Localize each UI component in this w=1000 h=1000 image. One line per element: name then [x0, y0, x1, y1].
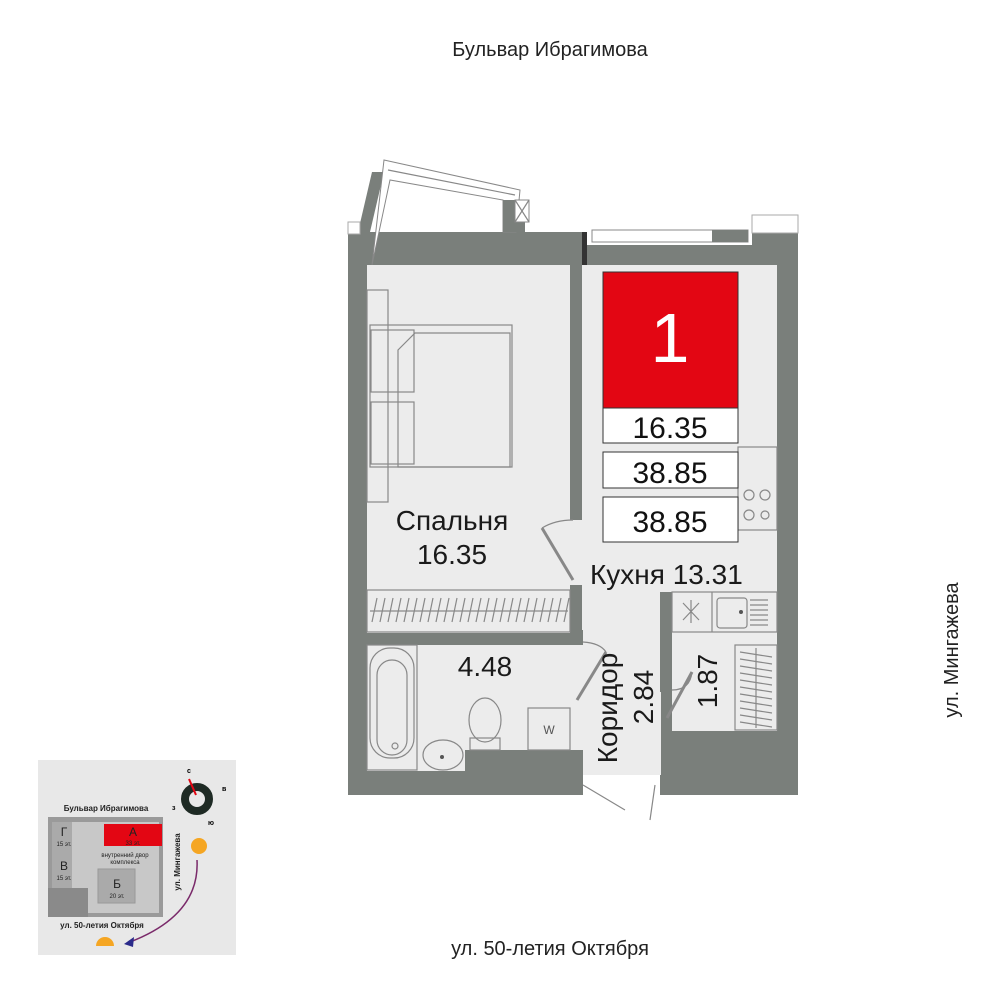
compass-e: в: [222, 786, 227, 793]
building-v-floors: 15 эт.: [56, 876, 71, 882]
street-right-label: ул. Мингажева: [941, 582, 963, 718]
sun-icon: [191, 838, 207, 854]
doors: [540, 519, 694, 821]
courtyard-label: внутренний двор: [101, 852, 149, 859]
site-map: Бульвар Ибрагимова Г 15 эт. В 15 эт. А 3…: [38, 760, 236, 955]
site-street-bottom: ул. 50-летия Октября: [60, 921, 144, 930]
bedroom-label: Спальня: [396, 505, 509, 536]
closet: [672, 645, 777, 731]
total-area-2: 38.85: [632, 506, 707, 539]
site-street-right: ул. Мингажева: [173, 833, 182, 891]
total-area: 38.85: [632, 457, 707, 490]
apartment-badge: 1 16.35 38.85 38.85: [602, 271, 739, 543]
bedroom-area: 16.35: [417, 539, 487, 570]
building-b-floors: 20 эт.: [109, 894, 124, 900]
building-g: Г: [61, 825, 68, 839]
bedroom: [367, 265, 570, 633]
washing-machine: W: [527, 707, 571, 751]
building-v: В: [60, 859, 68, 873]
kitchen-label: Кухня 13.31: [590, 559, 743, 590]
wardrobe: [366, 589, 571, 633]
living-area: 16.35: [632, 412, 707, 445]
washer-label: W: [543, 723, 555, 737]
corridor-area: 2.84: [628, 670, 659, 725]
street-bottom-label: ул. 50-летия Октября: [451, 938, 649, 960]
courtyard-label-2: комплекса: [110, 860, 140, 866]
corridor-label: Коридор: [592, 653, 623, 764]
building-a-floors: 33 эт.: [125, 841, 140, 847]
compass-w: з: [172, 805, 176, 812]
balcony: [371, 159, 530, 266]
bathroom-area: 4.48: [458, 651, 513, 682]
sink: [422, 739, 464, 771]
apartment-number: 1: [651, 299, 690, 377]
compass-n: с: [187, 768, 191, 775]
site-street-top: Бульвар Ибрагимова: [64, 804, 149, 813]
building-g-floors: 15 эт.: [56, 842, 71, 848]
corridor: [583, 630, 661, 775]
toilet: [468, 697, 502, 751]
kitchen-window: [347, 214, 799, 266]
sunset-icon: [96, 937, 114, 946]
bed: [366, 289, 513, 503]
building-a: А: [129, 825, 137, 839]
closet-area: 1.87: [692, 654, 723, 709]
street-top-label: Бульвар Ибрагимова: [452, 39, 648, 61]
sun-path-arrow: [129, 859, 198, 943]
compass-icon: с в ю з: [172, 768, 227, 827]
closet-rack: [734, 644, 778, 731]
bathtub: [366, 644, 418, 771]
kitchen-counter: [671, 591, 778, 633]
compass-s: ю: [208, 820, 214, 827]
building-b: Б: [113, 877, 121, 891]
